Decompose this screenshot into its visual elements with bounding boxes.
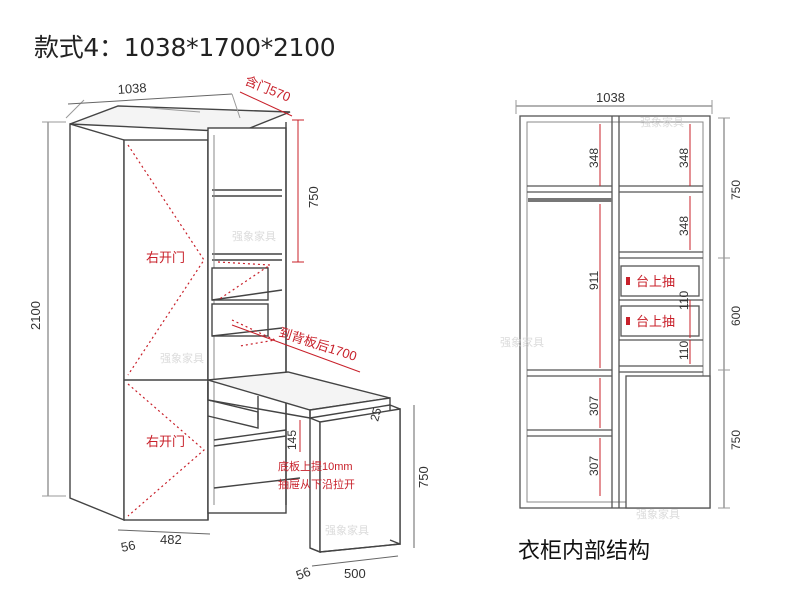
dim-outer-top: 750 xyxy=(729,180,743,200)
label-drawer1: 台上抽 xyxy=(636,274,675,289)
label-door-upper: 右开门 xyxy=(146,250,185,265)
dim-upper-right: 750 xyxy=(306,186,321,208)
dim-left-hang: 911 xyxy=(587,271,601,290)
dim-bottom-side: 56 xyxy=(120,537,137,555)
dim-bottom-width: 482 xyxy=(160,532,182,547)
label-door-lower: 右开门 xyxy=(146,434,185,449)
dim-right-top: 348 xyxy=(677,148,691,168)
dim-outer-low: 750 xyxy=(729,430,743,450)
svg-text:强象家具: 强象家具 xyxy=(636,507,680,521)
dim-with-door: 含门570 xyxy=(243,73,293,105)
svg-text:强象家具: 强象家具 xyxy=(640,115,684,129)
dim-left-low2: 307 xyxy=(587,456,601,476)
svg-text:强象家具: 强象家具 xyxy=(160,351,204,365)
dim-right-mid: 348 xyxy=(677,216,691,236)
watermark: 强象家具 强象家具 强象家具 强象家具 强象家具 强象家具 xyxy=(160,115,684,537)
dim-drawer2: 110 xyxy=(677,341,691,360)
dim-drawer1: 110 xyxy=(677,291,691,310)
left-dimensions xyxy=(42,91,415,567)
note-line1: 底板上提10mm xyxy=(278,459,353,473)
dim-shelf-gap: 145 xyxy=(285,430,299,450)
dim-height: 2100 xyxy=(28,301,43,330)
door-swing-lines xyxy=(127,144,277,517)
dim-desk-width: 500 xyxy=(344,566,366,581)
dim-to-back: 到背板后1700 xyxy=(277,325,359,364)
right-labels: 1038 348 348 348 911 台上抽 台上抽 110 110 307… xyxy=(587,90,743,476)
structure-caption: 衣柜内部结构 xyxy=(518,539,651,564)
internal-structure-view xyxy=(519,115,711,509)
dim-left-low1: 307 xyxy=(587,396,601,416)
dim-top-width: 1038 xyxy=(117,80,147,97)
svg-text:强象家具: 强象家具 xyxy=(325,523,369,537)
right-dimensions xyxy=(515,100,730,509)
svg-text:强象家具: 强象家具 xyxy=(232,229,276,243)
note-line2: 抽屉从下沿拉开 xyxy=(278,477,355,491)
dim-desk-depth: 25 xyxy=(367,406,384,423)
page-title: 款式4：1038*1700*2100 xyxy=(34,33,336,62)
dim-desk-height: 750 xyxy=(416,466,431,488)
dim-desk-side: 56 xyxy=(294,564,313,583)
dim-left-top: 348 xyxy=(587,148,601,168)
dim-right-top-width: 1038 xyxy=(596,90,625,105)
wardrobe-3d-view xyxy=(69,105,401,554)
dim-outer-mid: 600 xyxy=(729,306,743,326)
label-drawer2: 台上抽 xyxy=(636,314,675,329)
svg-text:强象家具: 强象家具 xyxy=(500,335,544,349)
drawer-handles xyxy=(626,277,630,325)
